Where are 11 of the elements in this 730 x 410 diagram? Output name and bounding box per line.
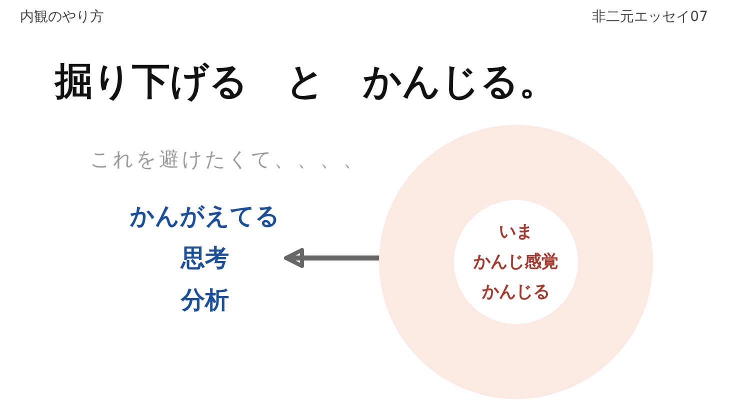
- series-label: 非二元エッセイ07: [592, 8, 708, 26]
- arrow: [284, 248, 382, 268]
- title: 掘り下げる と かんじる。: [53, 58, 558, 105]
- word-text: かんじる: [482, 281, 550, 304]
- note-text: これを避けたくて、、、、: [90, 146, 366, 173]
- word-text: かんじ感覚: [474, 251, 558, 274]
- header-text: 内観のやり方: [20, 8, 104, 26]
- word-text: いま: [499, 221, 533, 244]
- word-text: 思考: [181, 242, 229, 274]
- word-text: 分析: [181, 284, 229, 316]
- word-text: かんがえてる: [130, 200, 280, 232]
